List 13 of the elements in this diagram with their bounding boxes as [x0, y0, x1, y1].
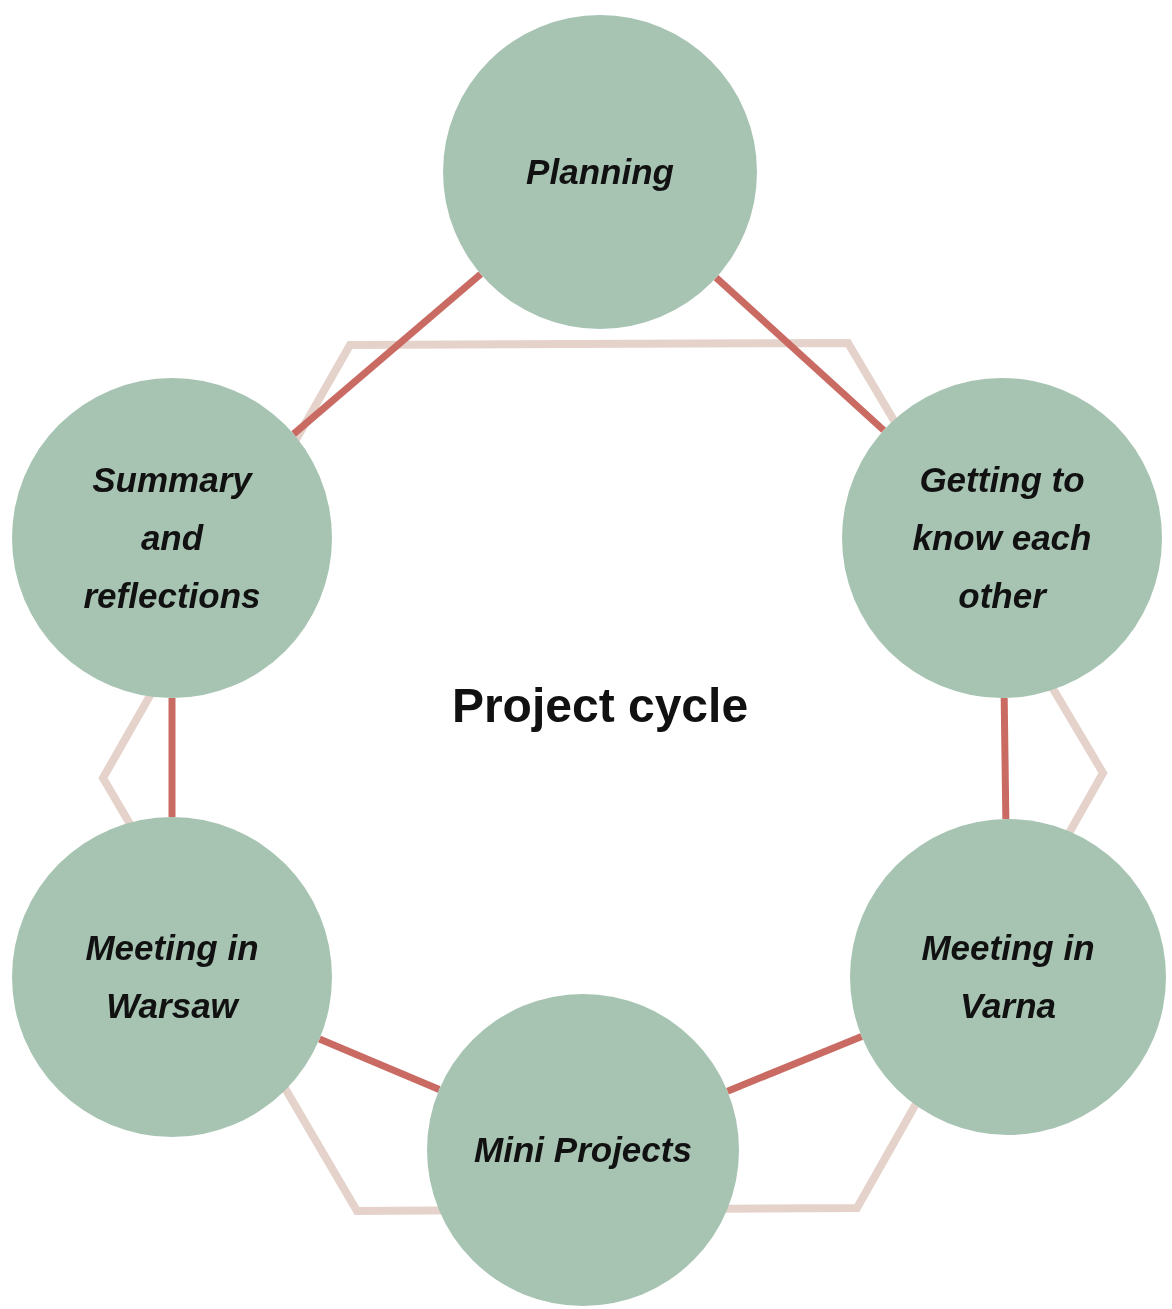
stage-label: Meeting in Varna — [920, 927, 1096, 1027]
diagram-title: Project cycle — [450, 678, 750, 733]
connector-line — [291, 271, 483, 437]
connector-line — [168, 698, 176, 817]
stage-label: Getting to know each other — [911, 459, 1093, 617]
connector-line — [726, 1033, 863, 1095]
stage-label: Meeting in Warsaw — [84, 927, 260, 1027]
stage-label: Mini Projects — [474, 1129, 692, 1171]
connector-line — [713, 275, 887, 433]
connector-line — [1000, 697, 1010, 820]
stage-label: Summary and reflections — [82, 459, 262, 617]
stage-label: Planning — [526, 151, 674, 193]
connector-line — [318, 1035, 441, 1093]
